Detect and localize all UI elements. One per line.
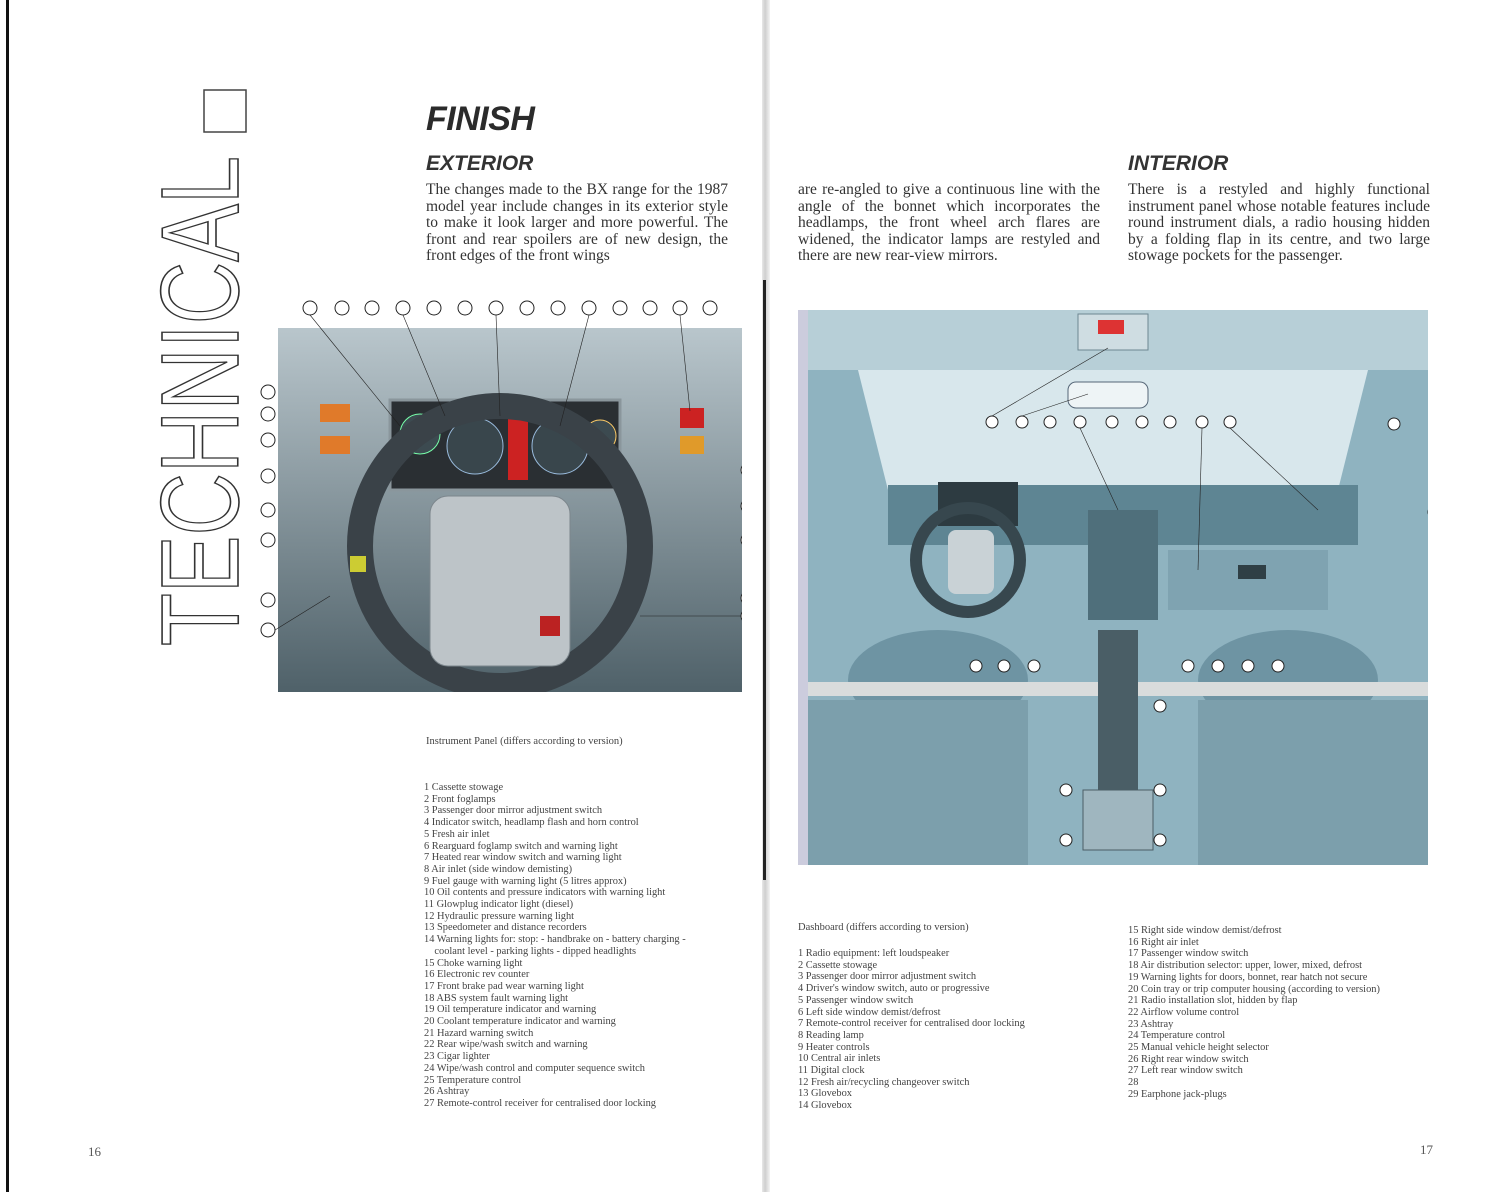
legend-item: 1 Radio equipment: left loudspeaker bbox=[798, 948, 950, 959]
technical-title-text: TECHNICAL bbox=[139, 156, 250, 646]
legend-item: 2 Front foglamps bbox=[424, 793, 496, 805]
legend-item: 12 Hydraulic pressure warning light bbox=[424, 910, 575, 922]
legend-item: 10 Oil contents and pressure indicators … bbox=[424, 887, 666, 899]
legend-item: 8 Air inlet (side window demisting) bbox=[424, 863, 573, 875]
legend-item: 26 Right rear window switch bbox=[1128, 1053, 1249, 1065]
legend-item: 16 Electronic rev counter bbox=[424, 969, 530, 981]
dashboard-illustration bbox=[798, 310, 1428, 865]
page-edge-line bbox=[6, 0, 9, 1192]
legend-item: 20 Coolant temperature indicator and war… bbox=[424, 1016, 616, 1028]
legend-item: 5 Passenger window switch bbox=[798, 994, 914, 1006]
legend-item: 27 Remote-control receiver for centralis… bbox=[424, 1097, 656, 1109]
legend-item: 21 Hazard warning switch bbox=[424, 1027, 534, 1039]
book-spine bbox=[762, 0, 770, 1192]
legend-item: 14 Warning lights for: stop: - handbrake… bbox=[424, 934, 686, 946]
legend-item: 10 Central air inlets bbox=[798, 1053, 881, 1065]
legend-item: 17 Passenger window switch bbox=[1128, 948, 1249, 960]
legend-item: 15 Right side window demist/defrost bbox=[1128, 925, 1282, 936]
legend-item: 3 Passenger door mirror adjustment switc… bbox=[424, 805, 603, 817]
instrument-panel-figure bbox=[260, 296, 742, 692]
instrument-panel-illustration bbox=[260, 300, 742, 692]
legend-item: 6 Left side window demist/defrost bbox=[798, 1006, 941, 1018]
legend-item: 4 Indicator switch, headlamp flash and h… bbox=[424, 817, 639, 829]
legend-item: 11 Digital clock bbox=[798, 1065, 865, 1077]
page-number-right: 17 bbox=[1420, 1142, 1433, 1157]
instrument-panel-caption: Instrument Panel (differs according to v… bbox=[426, 736, 623, 747]
legend-item: 26 Ashtray bbox=[424, 1086, 470, 1098]
legend-item: 22 Airflow volume control bbox=[1128, 1006, 1240, 1018]
legend-item: 29 Earphone jack-plugs bbox=[1128, 1088, 1227, 1100]
dashboard-callouts bbox=[969, 347, 1428, 847]
legend-item: 18 ABS system fault warning light bbox=[424, 992, 569, 1004]
page-heading: FINISH bbox=[426, 100, 535, 138]
legend-item: 19 Oil temperature indicator and warning bbox=[424, 1004, 597, 1016]
legend-item: 17 Front brake pad wear warning light bbox=[424, 980, 584, 992]
dashboard-figure bbox=[798, 310, 1428, 865]
legend-item: 2 Cassette stowage bbox=[798, 959, 878, 971]
legend-item: 11 Glowplug indicator light (diesel) bbox=[424, 899, 574, 911]
legend-item: 25 Temperature control bbox=[424, 1074, 522, 1086]
legend-item: 12 Fresh air/recycling changeover switch bbox=[798, 1076, 970, 1088]
legend-item: 9 Heater controls bbox=[798, 1041, 870, 1053]
legend-item: 8 Reading lamp bbox=[798, 1029, 864, 1041]
exterior-paragraph-continued: are re-angled to give a continuous line … bbox=[798, 181, 1100, 265]
legend-item: 9 Fuel gauge with warning light (5 litre… bbox=[424, 875, 627, 887]
legend-item: 28 bbox=[1128, 1077, 1139, 1089]
legend-item: 22 Rear wipe/wash switch and warning bbox=[424, 1039, 588, 1051]
legend-item: 19 Warning lights for doors, bonnet, rea… bbox=[1128, 971, 1368, 983]
legend-item: 20 Coin tray or trip computer housing (a… bbox=[1128, 983, 1380, 995]
spine-mark bbox=[763, 280, 766, 880]
legend-item: 24 Wipe/wash control and computer sequen… bbox=[424, 1062, 645, 1074]
legend-item: 13 Glovebox bbox=[798, 1088, 852, 1100]
legend-item: 23 Cigar lighter bbox=[424, 1051, 490, 1063]
legend-item: 21 Radio installation slot, hidden by fl… bbox=[1128, 995, 1298, 1007]
legend-item: 25 Manual vehicle height selector bbox=[1128, 1042, 1269, 1054]
legend-item: coolant level - parking lights - dipped … bbox=[424, 945, 637, 957]
title-box-icon bbox=[203, 89, 247, 133]
legend-item: 5 Fresh air inlet bbox=[424, 828, 490, 840]
interior-subheading: INTERIOR bbox=[1128, 152, 1229, 175]
page-number-left: 16 bbox=[88, 1144, 101, 1159]
legend-item: 1 Cassette stowage bbox=[424, 782, 504, 793]
legend-item: 15 Choke warning light bbox=[424, 957, 523, 969]
legend-item: 4 Driver's window switch, auto or progre… bbox=[798, 983, 990, 995]
exterior-paragraph: The changes made to the BX range for the… bbox=[426, 181, 728, 265]
legend-item: 7 Heated rear window switch and warning … bbox=[424, 852, 622, 864]
vertical-section-title: TECHNICAL bbox=[120, 88, 263, 648]
legend-item: 16 Right air inlet bbox=[1128, 936, 1199, 948]
legend-item: 18 Air distribution selector: upper, low… bbox=[1128, 960, 1363, 972]
legend-item: 23 Ashtray bbox=[1128, 1018, 1174, 1030]
legend-item: 7 Remote-control receiver for centralise… bbox=[798, 1018, 1025, 1030]
legend-item: 24 Temperature control bbox=[1128, 1030, 1226, 1042]
dashboard-caption: Dashboard (differs according to version) bbox=[798, 922, 969, 933]
legend-item: 13 Speedometer and distance recorders bbox=[424, 922, 587, 934]
legend-item: 27 Left rear window switch bbox=[1128, 1065, 1243, 1077]
interior-paragraph: There is a restyled and highly functiona… bbox=[1128, 181, 1430, 265]
legend-item: 14 Glovebox bbox=[798, 1100, 852, 1112]
panel-callouts bbox=[260, 300, 742, 638]
legend-item: 3 Passenger door mirror adjustment switc… bbox=[798, 971, 977, 983]
legend-item: 6 Rearguard foglamp switch and warning l… bbox=[424, 840, 618, 852]
exterior-subheading: EXTERIOR bbox=[426, 152, 534, 175]
